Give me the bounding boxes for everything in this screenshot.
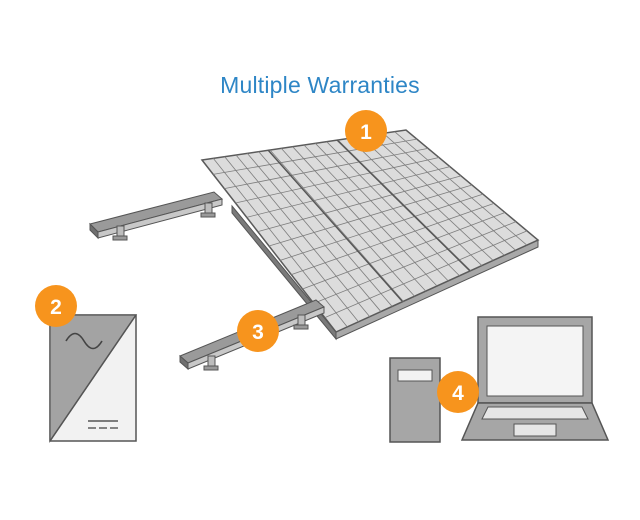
inverter-icon [49, 314, 138, 443]
badge-3-label: 3 [252, 321, 264, 344]
badge-1-label: 1 [360, 121, 372, 144]
dc-symbol-icon [88, 420, 118, 429]
desktop-tower-icon [389, 357, 441, 443]
diagram-title: Multiple Warranties [220, 72, 420, 98]
badge-4-label: 4 [452, 382, 464, 405]
solar-panel-icon [200, 129, 540, 341]
mounting-rail-back [89, 191, 224, 241]
badge-3: 3 [237, 310, 279, 352]
badge-4: 4 [437, 371, 479, 413]
badge-2-label: 2 [50, 296, 62, 319]
badge-1: 1 [345, 110, 387, 152]
laptop-icon [460, 316, 610, 441]
badge-2: 2 [35, 285, 77, 327]
sine-wave-icon [65, 332, 103, 350]
